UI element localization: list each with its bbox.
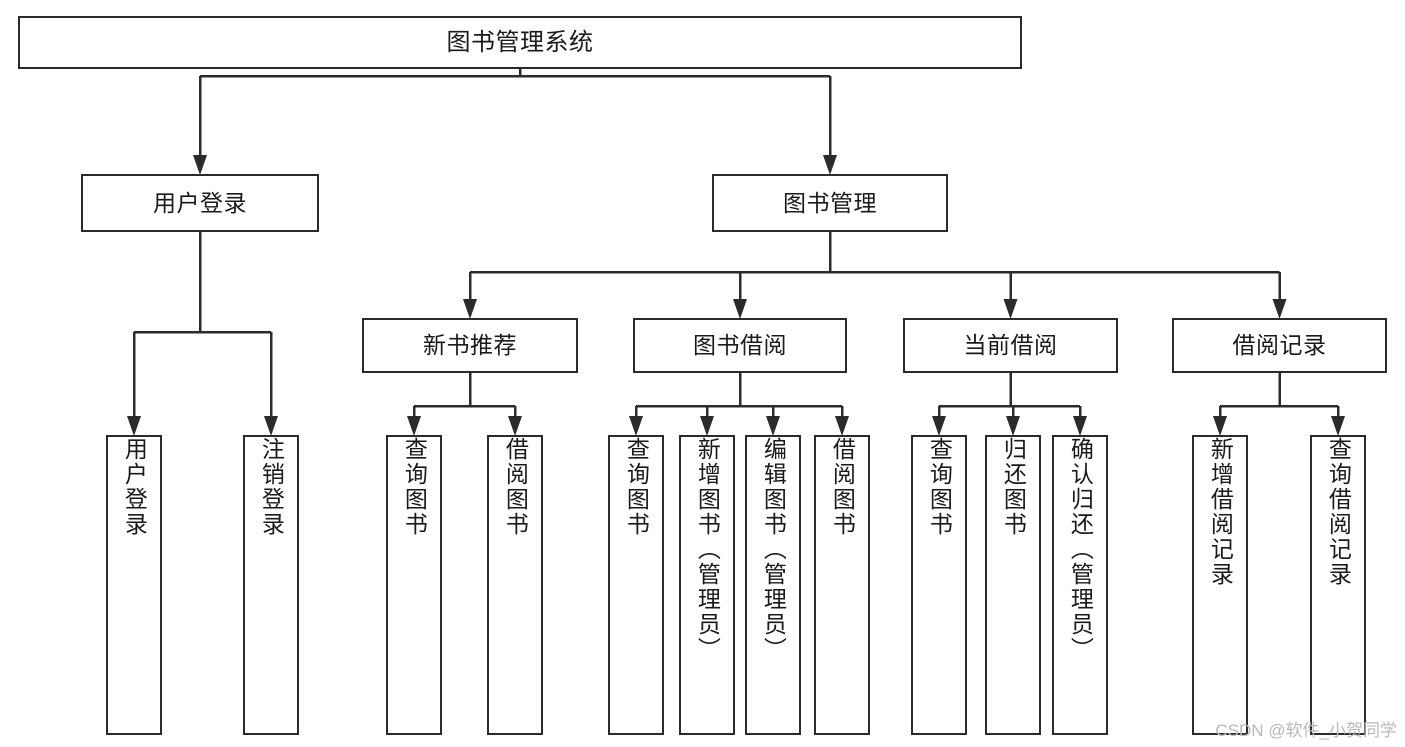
- leaf-confirm-return-admin[interactable]: 确认归还（管理员）: [1052, 435, 1108, 735]
- leaf-query-book-2[interactable]: 查询图书: [608, 435, 664, 735]
- leaf-edit-book-admin[interactable]: 编辑图书（管理员）: [745, 435, 801, 735]
- node-user-login[interactable]: 用户登录: [81, 174, 319, 232]
- leaf-query-borrow-record[interactable]: 查询借阅记录: [1310, 435, 1366, 735]
- node-label: 查询借阅记录: [1325, 437, 1352, 587]
- watermark: CSDN @软件_小贺同学: [1215, 721, 1397, 740]
- node-label: 借阅图书: [502, 437, 529, 537]
- node-new-book-recommendation[interactable]: 新书推荐: [362, 318, 578, 373]
- node-label: 借阅图书: [829, 437, 856, 537]
- node-label: 图书管理: [783, 189, 877, 216]
- node-label: 用户登录: [121, 437, 148, 537]
- node-label: 查询图书: [926, 437, 953, 537]
- node-label: 图书管理系统: [446, 28, 594, 56]
- node-book-management-system[interactable]: 图书管理系统: [18, 16, 1022, 69]
- node-label: 查询图书: [623, 437, 650, 537]
- leaf-query-book-3[interactable]: 查询图书: [911, 435, 967, 735]
- node-label: 编辑图书（管理员）: [760, 437, 787, 662]
- leaf-user-login[interactable]: 用户登录: [106, 435, 162, 735]
- node-label: 归还图书: [1000, 437, 1027, 537]
- node-label: 注销登录: [258, 437, 285, 537]
- node-current-borrowing[interactable]: 当前借阅: [903, 318, 1118, 373]
- node-book-management[interactable]: 图书管理: [712, 174, 948, 232]
- leaf-query-book-1[interactable]: 查询图书: [386, 435, 442, 735]
- node-label: 用户登录: [153, 189, 247, 216]
- leaf-return-book[interactable]: 归还图书: [985, 435, 1041, 735]
- leaf-logout[interactable]: 注销登录: [243, 435, 299, 735]
- leaf-borrow-book-1[interactable]: 借阅图书: [487, 435, 543, 735]
- node-label: 当前借阅: [963, 332, 1058, 359]
- node-label: 借阅记录: [1232, 332, 1327, 359]
- node-label: 新增借阅记录: [1207, 437, 1234, 587]
- node-book-borrowing[interactable]: 图书借阅: [633, 318, 847, 373]
- node-label: 确认归还（管理员）: [1067, 437, 1094, 662]
- node-label: 新书推荐: [423, 332, 517, 359]
- node-label: 查询图书: [401, 437, 428, 537]
- leaf-add-book-admin[interactable]: 新增图书（管理员）: [679, 435, 735, 735]
- node-label: 图书借阅: [693, 332, 787, 359]
- node-label: 新增图书（管理员）: [694, 437, 721, 662]
- leaf-borrow-book-2[interactable]: 借阅图书: [814, 435, 870, 735]
- leaf-add-borrow-record[interactable]: 新增借阅记录: [1192, 435, 1248, 735]
- node-borrowing-record[interactable]: 借阅记录: [1172, 318, 1387, 373]
